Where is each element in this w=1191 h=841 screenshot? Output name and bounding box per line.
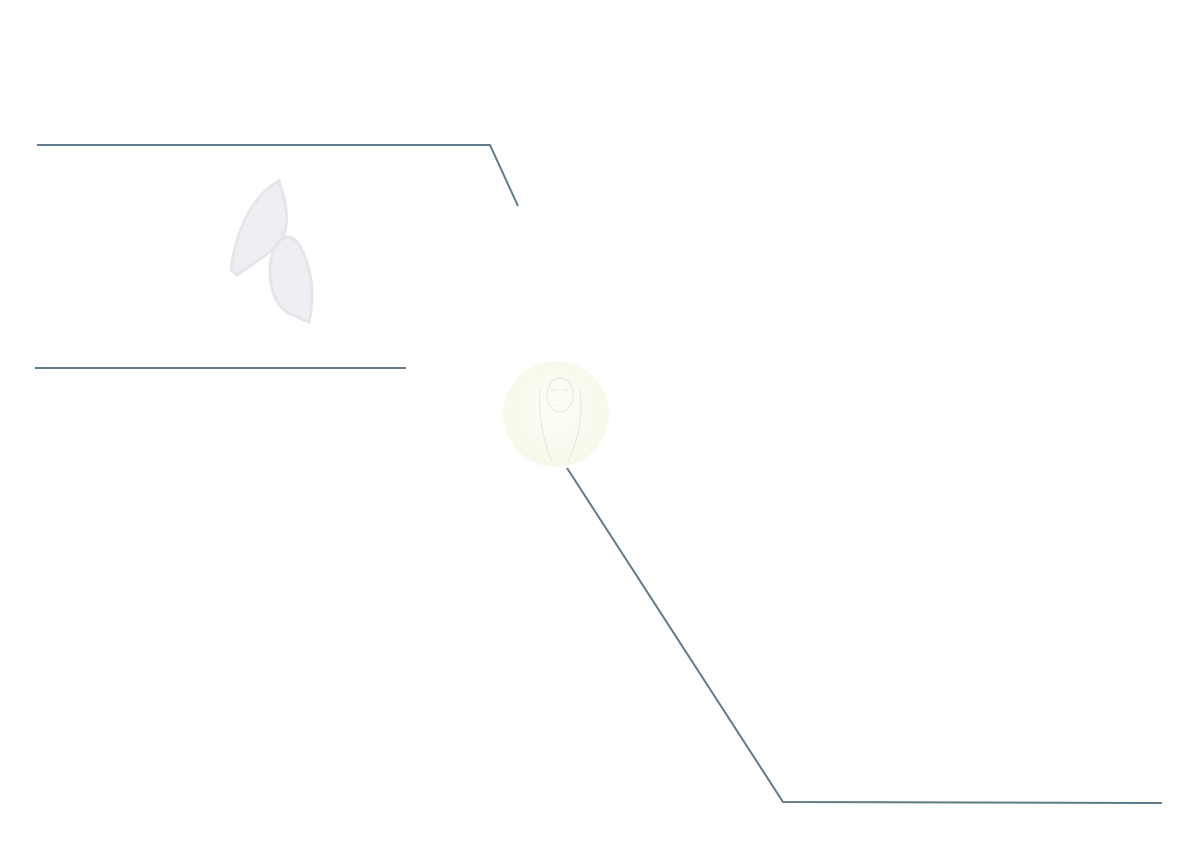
bottom-divider-line (566, 467, 1163, 804)
leaf-pair-icon (229, 178, 314, 325)
portrait-medallion (503, 361, 609, 467)
top-divider-line (37, 144, 519, 207)
